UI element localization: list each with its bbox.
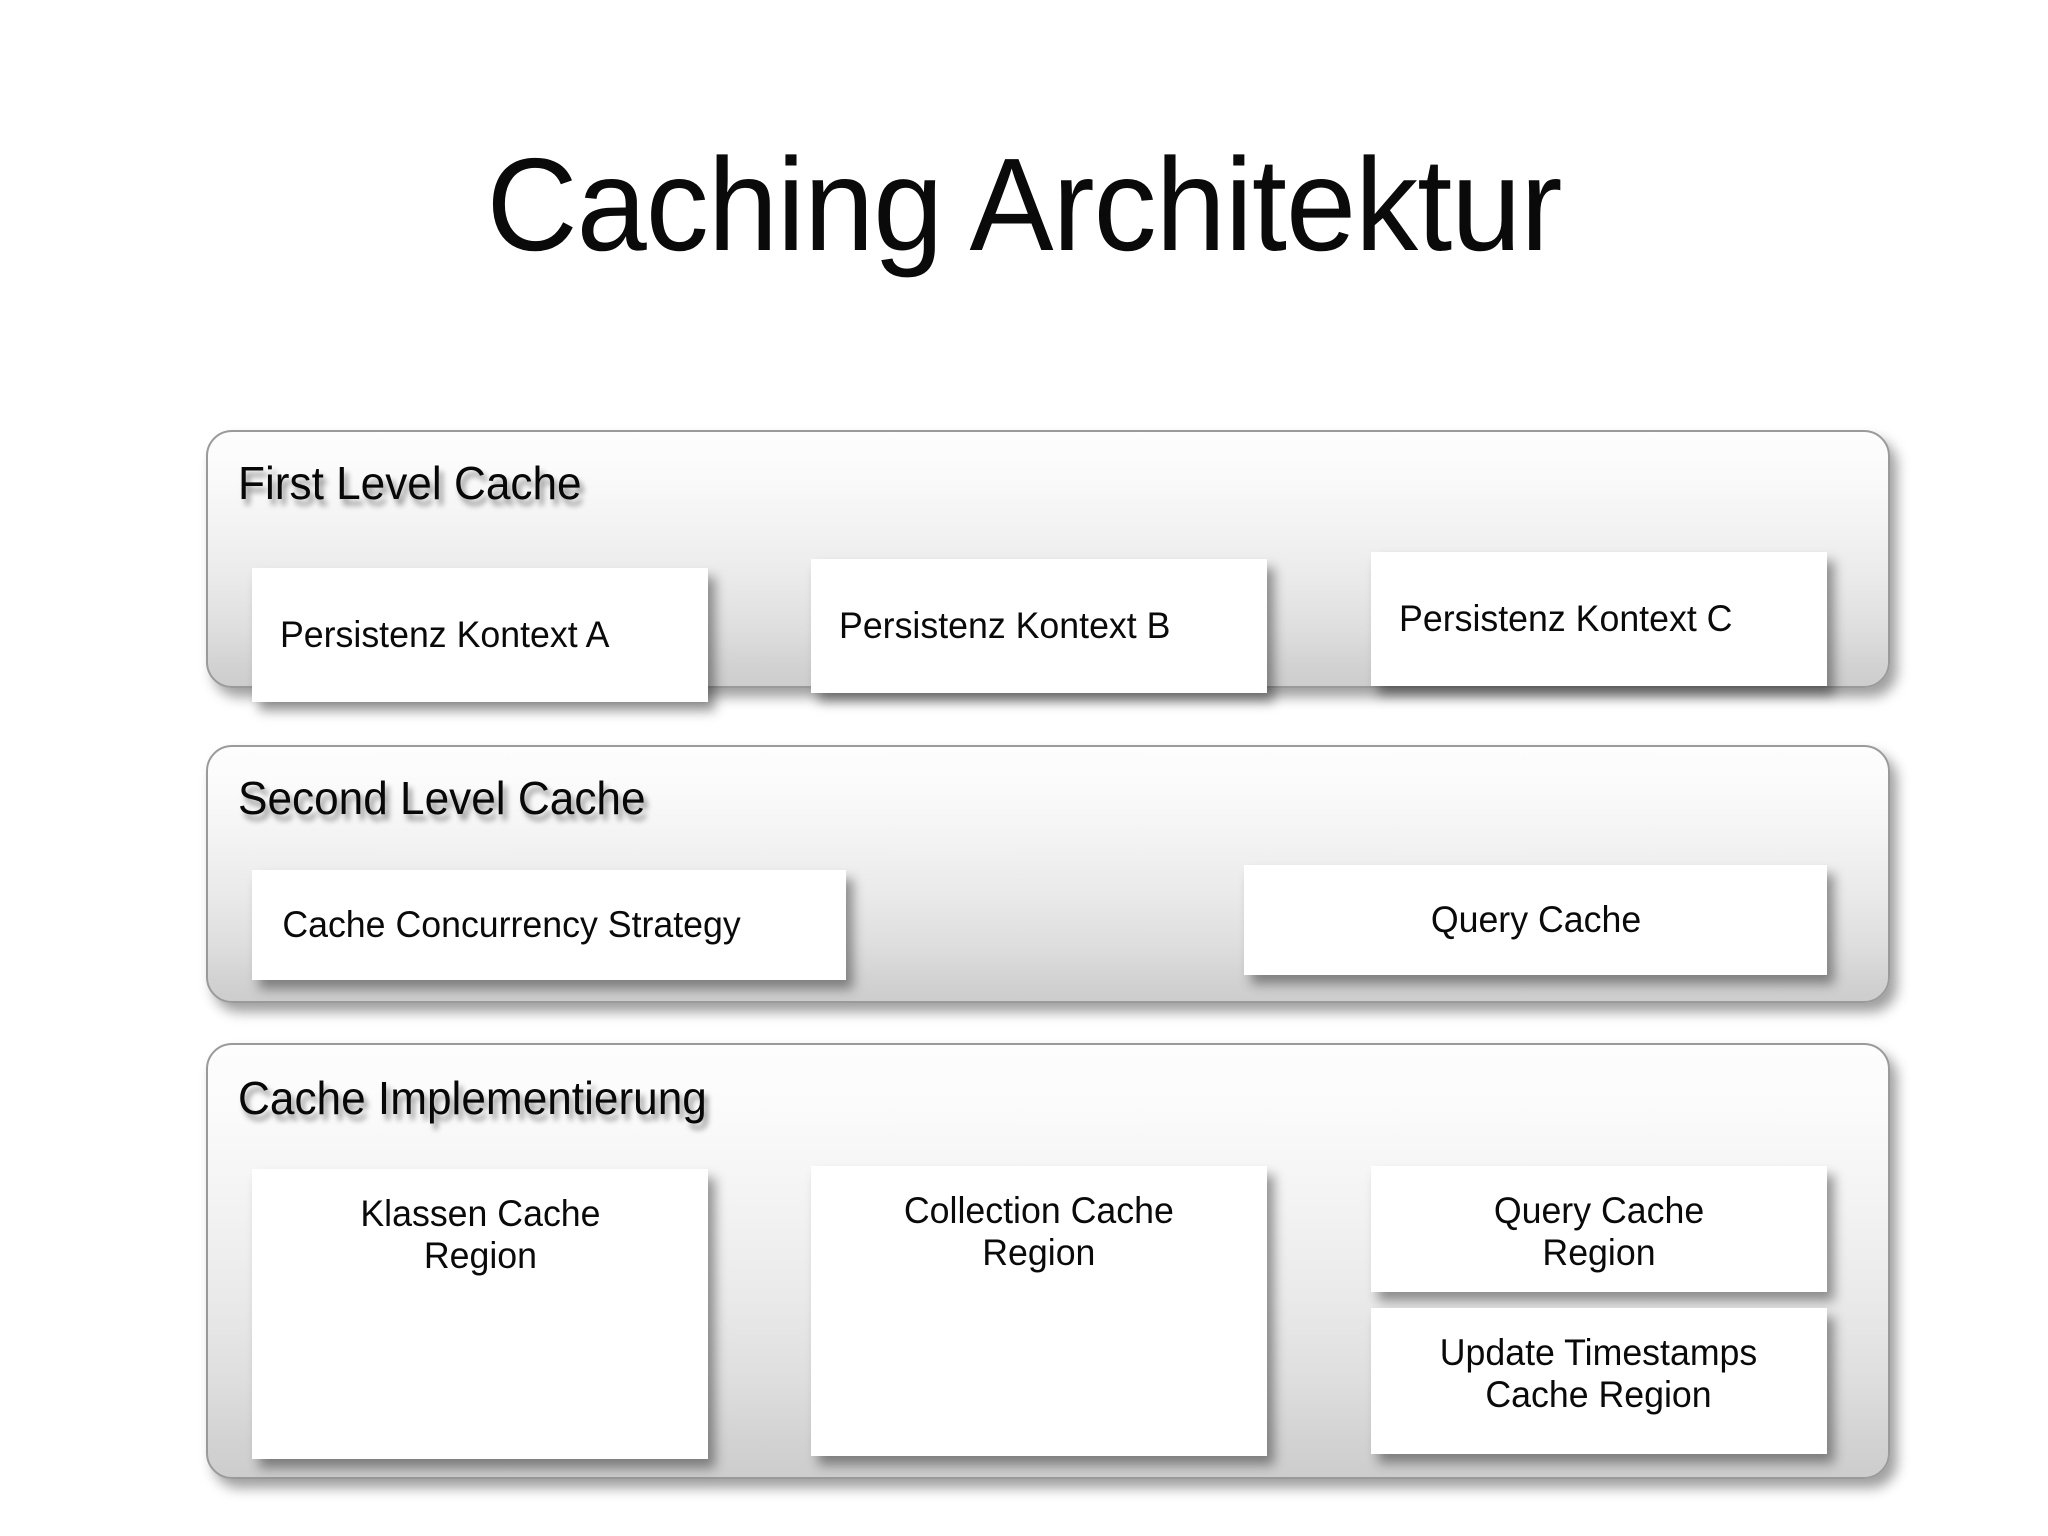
card-label-persistenz-kontext-c: Persistenz Kontext C <box>1399 598 1733 640</box>
page-title: Caching Architektur <box>486 131 1563 278</box>
card-label-query-cache: Query Cache <box>1430 899 1641 941</box>
card-query-cache-region[interactable]: Query Cache Region <box>1371 1166 1827 1292</box>
card-query-cache[interactable]: Query Cache <box>1244 865 1827 975</box>
card-label-persistenz-kontext-b: Persistenz Kontext B <box>839 605 1171 647</box>
card-persistenz-kontext-a[interactable]: Persistenz Kontext A <box>252 568 708 702</box>
panel-cache-implementierung: Cache Implementierung Klassen Cache Regi… <box>206 1043 1890 1479</box>
card-collection-cache-region[interactable]: Collection Cache Region <box>811 1166 1267 1456</box>
panel-title-first-level-cache: First Level Cache <box>238 457 582 509</box>
card-label-update-timestamps-cache-region: Update Timestamps Cache Region <box>1440 1332 1758 1415</box>
card-label-query-cache-region: Query Cache Region <box>1493 1190 1705 1273</box>
panel-second-level-cache: Second Level Cache Cache Concurrency Str… <box>206 745 1890 1003</box>
card-persistenz-kontext-c[interactable]: Persistenz Kontext C <box>1371 552 1827 686</box>
card-persistenz-kontext-b[interactable]: Persistenz Kontext B <box>811 559 1267 693</box>
panel-first-level-cache: First Level Cache Persistenz Kontext A P… <box>206 430 1890 702</box>
card-klassen-cache-region[interactable]: Klassen Cache Region <box>252 1169 708 1459</box>
panel-title-cache-implementierung: Cache Implementierung <box>238 1072 707 1124</box>
card-update-timestamps-cache-region[interactable]: Update Timestamps Cache Region <box>1371 1308 1827 1454</box>
card-label-klassen-cache-region: Klassen Cache Region <box>359 1193 601 1276</box>
panel-title-second-level-cache: Second Level Cache <box>238 772 646 824</box>
card-cache-concurrency-strategy[interactable]: Cache Concurrency Strategy <box>252 870 846 980</box>
card-label-cache-concurrency-strategy: Cache Concurrency Strategy <box>282 904 741 946</box>
card-label-collection-cache-region: Collection Cache Region <box>904 1190 1174 1273</box>
card-label-persistenz-kontext-a: Persistenz Kontext A <box>279 614 610 656</box>
